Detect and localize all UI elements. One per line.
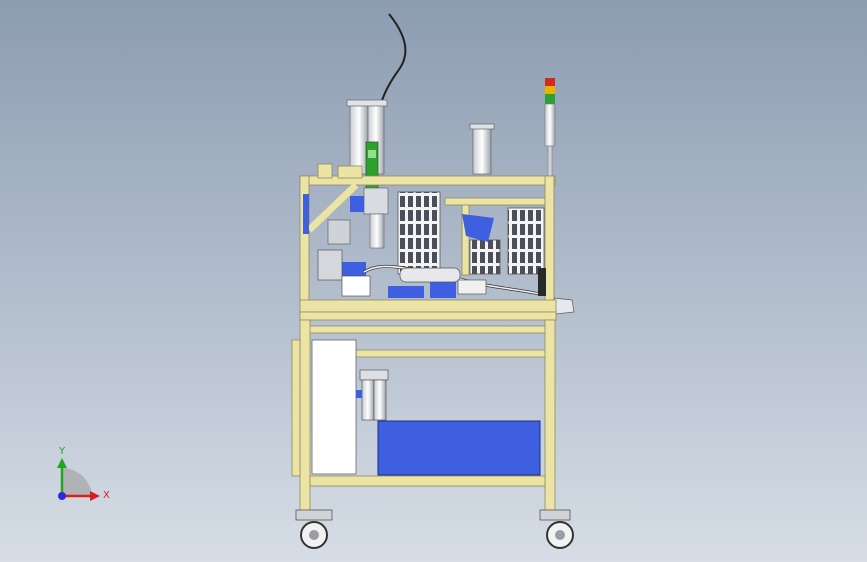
lower-blue-box bbox=[377, 420, 541, 476]
caster-left[interactable] bbox=[295, 509, 333, 549]
electrical-cabinet-door bbox=[311, 339, 357, 475]
screwdriver-unit bbox=[363, 141, 389, 249]
signal-tower bbox=[544, 78, 556, 179]
blue-components bbox=[303, 194, 494, 298]
origin-dot bbox=[58, 492, 66, 500]
coordinate-triad[interactable]: Y X bbox=[57, 446, 110, 501]
x-axis-arrowhead bbox=[90, 491, 100, 501]
signal-light-green bbox=[545, 94, 555, 104]
filter-regulator bbox=[356, 369, 389, 421]
caster-right[interactable] bbox=[539, 509, 574, 549]
y-axis-label: Y bbox=[58, 446, 66, 457]
signal-light-red bbox=[545, 78, 555, 86]
upper-frame bbox=[299, 163, 556, 305]
work-table bbox=[299, 299, 557, 358]
signal-light-yellow bbox=[545, 86, 555, 94]
y-axis-arrowhead bbox=[57, 458, 67, 468]
safety-guard-grids bbox=[397, 191, 545, 275]
x-axis-label: X bbox=[103, 490, 110, 501]
